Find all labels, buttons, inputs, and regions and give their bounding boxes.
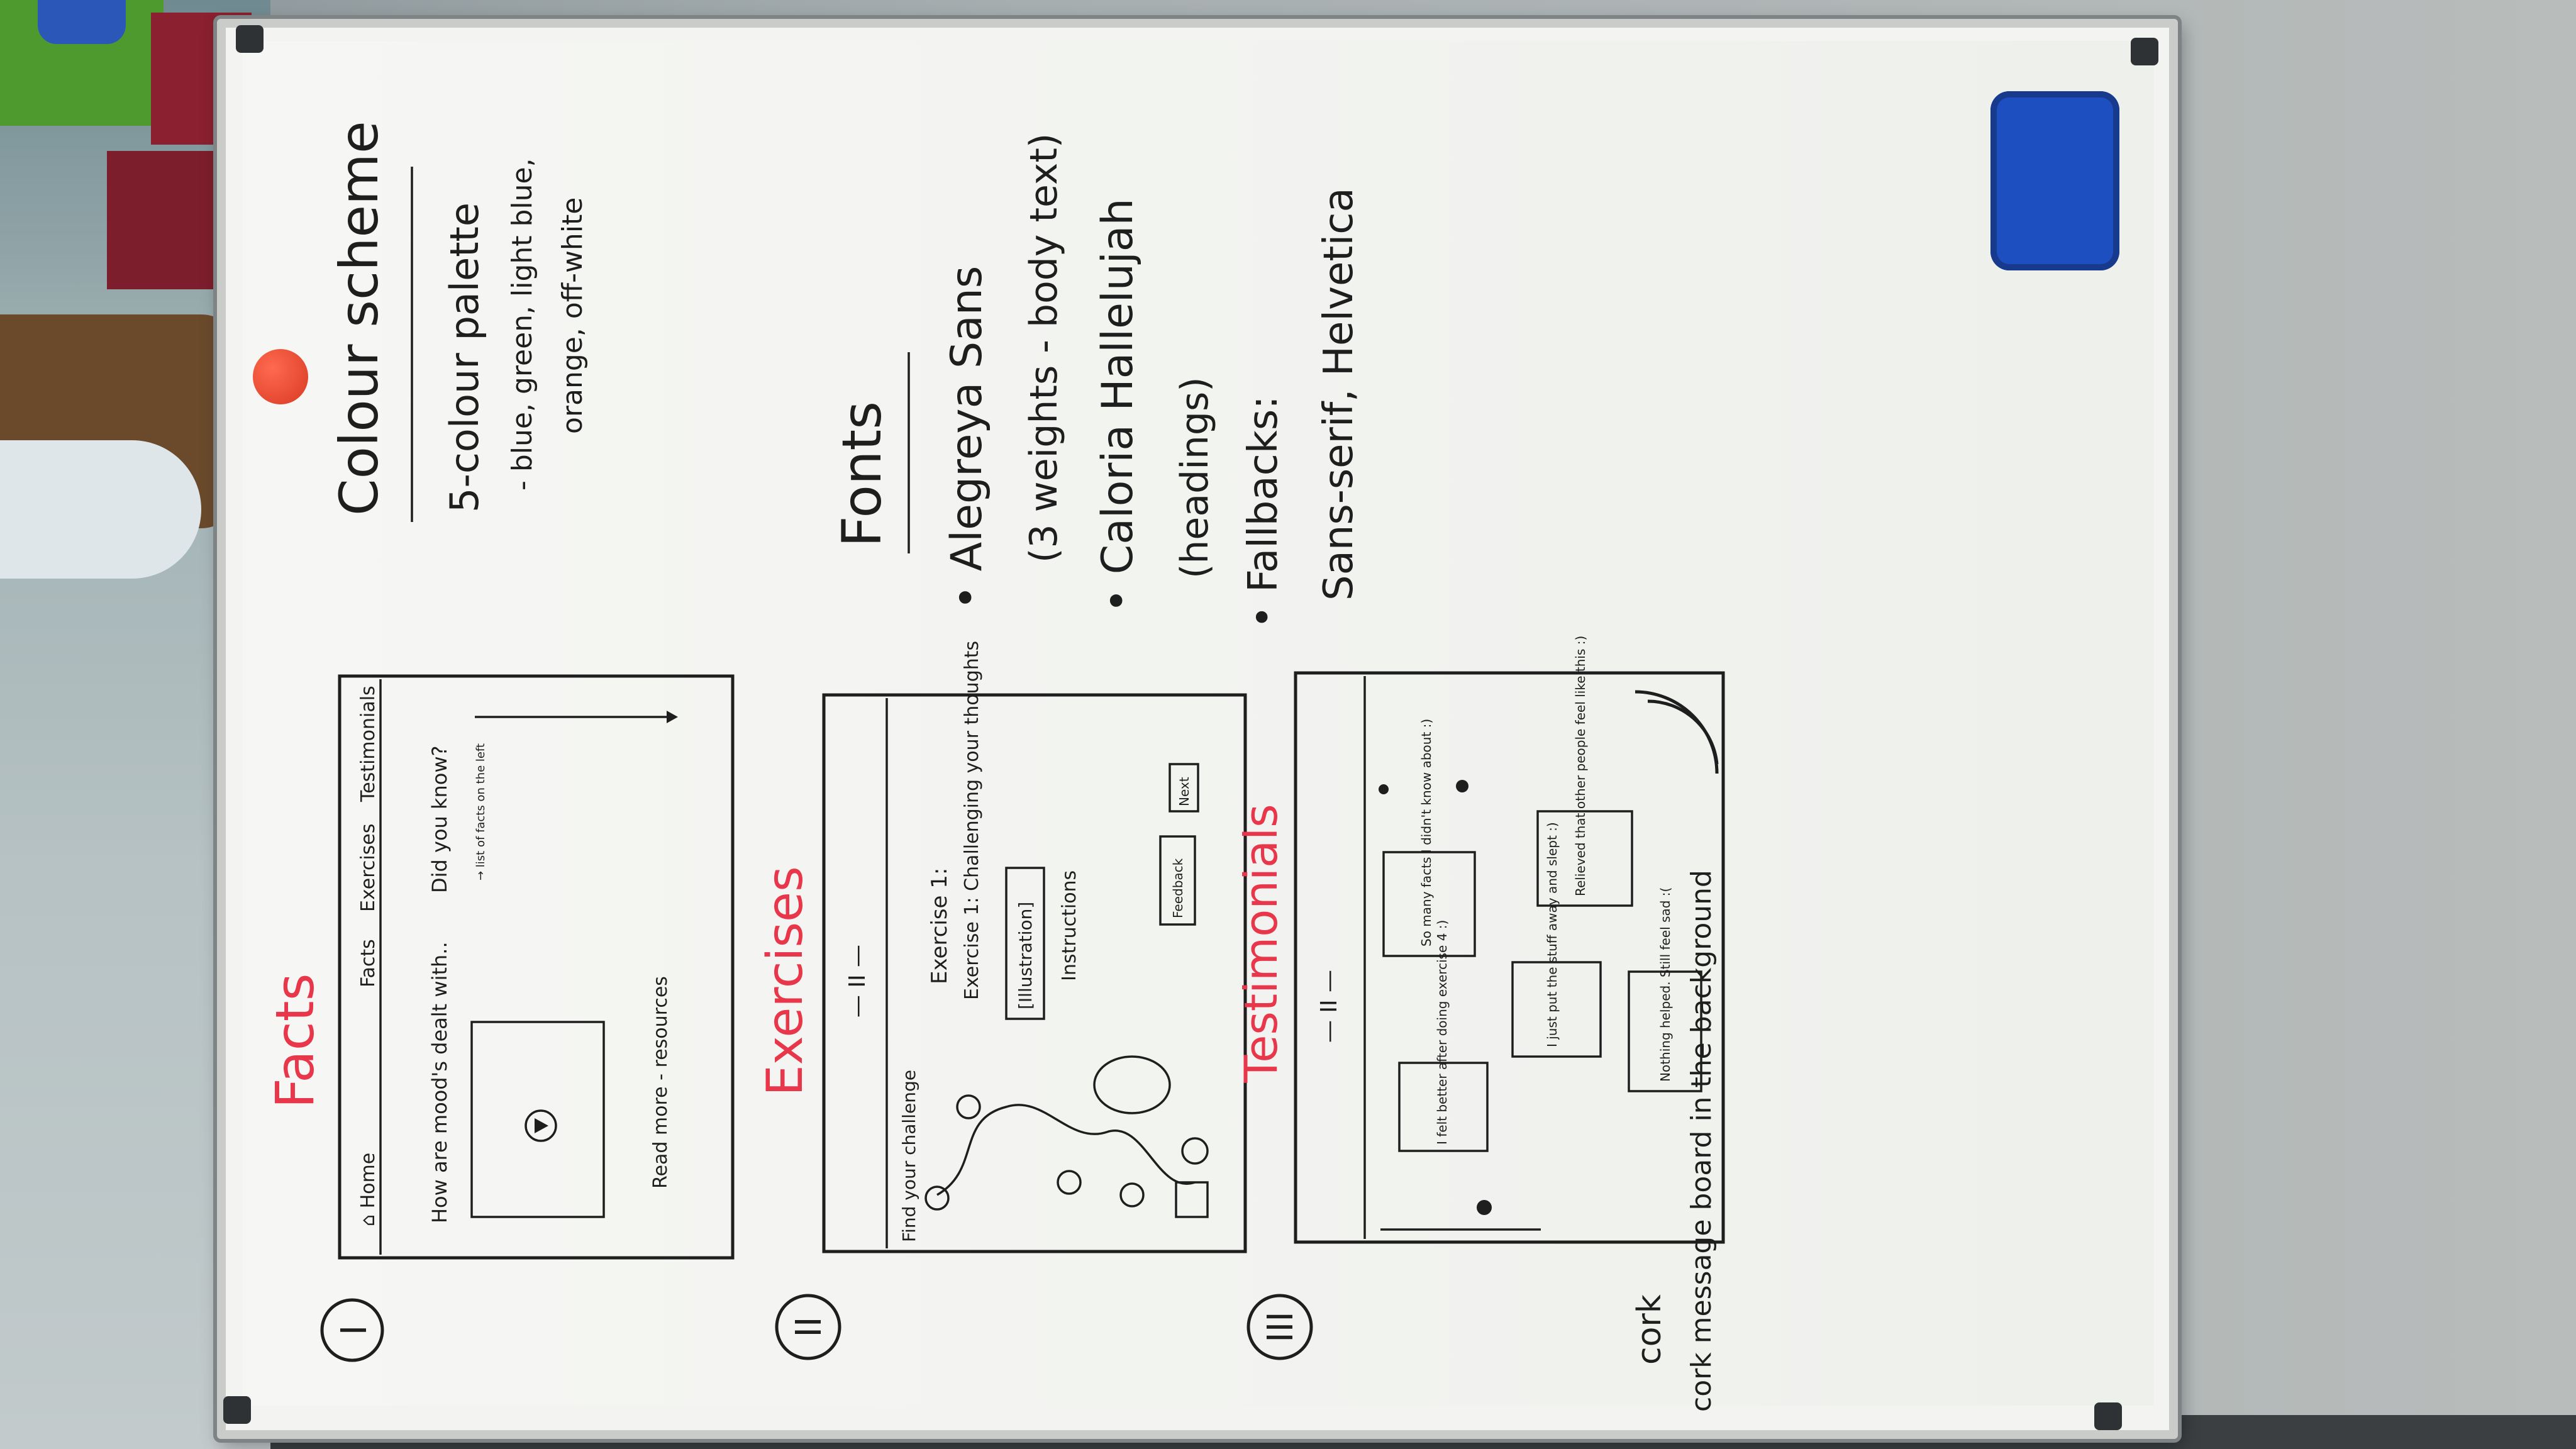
- path-node: [1119, 1182, 1145, 1208]
- path-node: [1181, 1137, 1209, 1165]
- illustration-label: [Illustration]: [1015, 902, 1036, 1009]
- sketch-title: Testimonials: [1235, 804, 1287, 1083]
- facts-arrowhead: [667, 711, 678, 723]
- chest-doodle: [1175, 1181, 1209, 1218]
- sketch-title: Exercises: [757, 866, 814, 1096]
- font-2: • Caloria Hallelujah: [1093, 198, 1143, 613]
- sketch-number: II: [789, 1316, 830, 1337]
- sketch-title: Facts: [264, 974, 326, 1109]
- pin-dot: [1477, 1200, 1492, 1215]
- did-you-know: Did you know?: [428, 745, 452, 893]
- red-magnet: [253, 349, 308, 404]
- board-caption: cork: [1631, 1294, 1668, 1365]
- illustration-box: [1005, 867, 1045, 1020]
- frame-corner: [2094, 1402, 2122, 1430]
- sticky-note: [1536, 810, 1633, 907]
- sketch-number: I: [334, 1325, 375, 1336]
- sketch-number: III: [1260, 1311, 1301, 1343]
- feedback-label: Feedback: [1170, 858, 1185, 918]
- frame-corner: [236, 25, 264, 53]
- sticky-note: [1382, 851, 1476, 957]
- note-text: I just put the stuff away and slept :): [1545, 822, 1560, 1047]
- instructions: Instructions: [1058, 870, 1080, 981]
- sketch-number-circle: [320, 1298, 384, 1362]
- red-box: [107, 151, 233, 289]
- challenge-path: [936, 1104, 1196, 1196]
- testimonial-header: — II —: [1316, 970, 1342, 1043]
- facts-tip: → list of facts on the left: [474, 743, 487, 880]
- play-icon-triangle: [535, 1118, 548, 1133]
- nav-facts: Facts: [357, 939, 379, 987]
- sticky-note: [1628, 970, 1702, 1092]
- next-label: Next: [1177, 777, 1192, 806]
- wireframe-frame: [1294, 671, 1725, 1244]
- find-challenge: Find your challenge: [899, 1070, 919, 1242]
- exercise-header: — II —: [845, 945, 870, 1018]
- nav-exercises: Exercises: [357, 824, 379, 912]
- colour-line1: 5-colour palette: [441, 203, 487, 513]
- font-3: • Fallbacks:: [1240, 396, 1287, 629]
- sketch-number-circle: [775, 1294, 841, 1360]
- path-node: [924, 1185, 950, 1211]
- rainbow-doodle: [1647, 699, 1719, 765]
- note-text: Relieved that other people feel like thi…: [1573, 636, 1588, 896]
- note-text: I felt better after doing exercise 4 :): [1435, 920, 1450, 1145]
- sketch-facts: I Facts ⌂ Home Facts Exercises Testimoni…: [264, 674, 735, 1362]
- fonts-heading: Fonts: [831, 401, 894, 547]
- whiteboard-surface: [242, 41, 2154, 1406]
- pin-dot: [1379, 784, 1389, 794]
- path-node: [956, 1094, 981, 1119]
- monster-doodle: [1093, 1055, 1171, 1114]
- wireframe-frame: [822, 693, 1247, 1253]
- exercise-title-line1: Exercise 1:: [927, 868, 952, 984]
- wireframe-frame: [338, 674, 735, 1260]
- colour-scheme-notes: Colour scheme 5-colour palette - blue, g…: [328, 121, 589, 522]
- font-2-note: (headings): [1173, 377, 1217, 579]
- feedback-button: [1159, 835, 1196, 926]
- note-text: Nothing helped. Still feel sad :(: [1658, 887, 1673, 1082]
- colour-line2: - blue, green, light blue,: [506, 158, 538, 491]
- fonts-notes: Fonts • Alegreya Sans (3 weights - body …: [831, 133, 1362, 629]
- sticky-note: [1398, 1062, 1489, 1152]
- sketch-number-circle: [1246, 1294, 1313, 1360]
- play-icon: [525, 1109, 557, 1142]
- colour-line3: orange, off-white: [557, 197, 589, 434]
- colour-heading: Colour scheme: [328, 121, 390, 516]
- font-1: • Alegreya Sans: [942, 266, 992, 610]
- font-3-note: Sans-serif, Helvetica: [1316, 187, 1362, 601]
- nav-testimonials: Testimonials: [357, 686, 379, 802]
- facts-intro: How are mood's dealt with..: [428, 941, 452, 1223]
- path-node: [1057, 1170, 1082, 1195]
- nav-home: ⌂ Home: [357, 1153, 379, 1226]
- read-more: Read more - resources: [650, 976, 672, 1189]
- next-button: [1169, 763, 1199, 813]
- font-1-note: (3 weights - body text): [1022, 133, 1066, 563]
- whiteboard-eraser: [1990, 91, 2119, 270]
- frame-corner: [223, 1396, 251, 1424]
- frame-corner: [2131, 38, 2158, 65]
- sketch-exercises: II Exercises — II — Find your challenge …: [757, 641, 1247, 1360]
- sketch-testimonials: III Testimonials — II — I felt better af…: [1235, 636, 1725, 1412]
- white-bowl: [0, 440, 201, 579]
- tea-box-logo: [38, 0, 126, 44]
- board-caption-full: cork message board in the background: [1685, 870, 1718, 1412]
- exercise-title: Exercise 1: Challenging your thoughts: [961, 641, 983, 1000]
- note-text: So many facts I didn't know about :): [1419, 719, 1434, 947]
- sticky-note: [1511, 961, 1602, 1058]
- video-placeholder: [470, 1021, 605, 1218]
- pin-dot: [1456, 780, 1468, 792]
